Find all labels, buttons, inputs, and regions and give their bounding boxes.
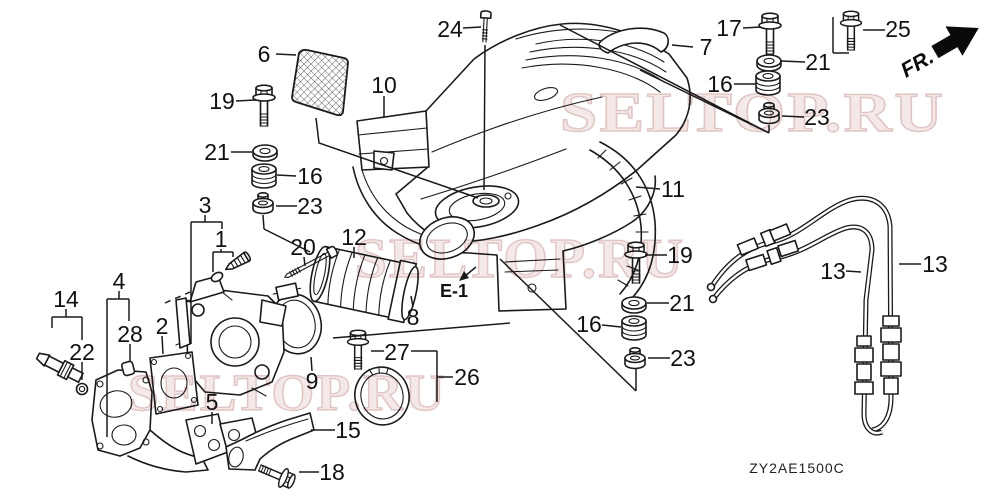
ribbed-band (599, 141, 657, 301)
callout-label-14: 14 (53, 286, 79, 312)
callout-label-24: 24 (437, 16, 463, 42)
leader-line (262, 214, 265, 230)
callout-label-2: 2 (156, 313, 169, 339)
leader-line (483, 44, 486, 191)
leader-line (742, 26, 762, 29)
callout-label-5: 5 (206, 389, 219, 415)
leader-line (303, 256, 306, 267)
pilot-screw (224, 251, 252, 271)
leader-line (332, 322, 511, 339)
sensor-washer (75, 382, 89, 396)
leader-line (276, 174, 297, 177)
leader-line (315, 117, 479, 199)
fr-arrow-icon (931, 26, 979, 59)
line-art (35, 10, 902, 493)
drawing-code: ZY2AE1500C (749, 460, 845, 476)
callout-label-19: 19 (209, 88, 235, 114)
leader-line (263, 228, 311, 253)
leader-line (780, 60, 806, 63)
callout-label-4: 4 (113, 268, 126, 294)
callout-label-18: 18 (319, 459, 345, 485)
leader-line (601, 324, 622, 328)
callout-label-12: 12 (341, 224, 367, 250)
callout-label-21: 21 (669, 290, 695, 316)
callout-label-21: 21 (805, 49, 831, 75)
gasket-2 (149, 351, 199, 415)
callout-label-11: 11 (661, 176, 685, 202)
callout-label-10: 10 (371, 72, 397, 98)
leader-line (235, 99, 257, 102)
callout-label-22: 22 (69, 339, 95, 365)
leader-line (671, 44, 694, 48)
screw-grommet (472, 194, 500, 208)
elbow-pipe (225, 412, 315, 471)
fr-label: FR. (897, 45, 938, 82)
leader-line (462, 26, 482, 29)
watermark-layer: SELTOP.RU SELTOP.RU SELTOP.RU (127, 81, 945, 422)
callout-label-15: 15 (335, 417, 361, 443)
leader-line (559, 24, 770, 134)
section-ref-arrowhead (459, 271, 469, 281)
callout-label-3: 3 (199, 192, 212, 218)
leader-line (310, 356, 313, 372)
seal-ring (354, 366, 410, 426)
tap-screw (479, 10, 492, 43)
callout-label-26: 26 (454, 364, 480, 390)
leader-line (161, 335, 164, 355)
throttle-cables (706, 195, 902, 436)
flange-bolt-25 (839, 10, 863, 51)
watermark-text: SELTOP.RU (128, 365, 447, 422)
trim-strip (598, 27, 669, 54)
section-ref-label: E-1 (440, 281, 468, 301)
callout-label-23: 23 (670, 345, 696, 371)
leader-line (410, 295, 414, 308)
cable-adjusters (736, 223, 902, 395)
leader-line (845, 270, 862, 273)
callout-label-23: 23 (297, 193, 323, 219)
callout-label-6: 6 (258, 41, 271, 67)
callout-label-17: 17 (716, 15, 742, 41)
watermark-text: SELTOP.RU (355, 228, 685, 290)
callout-label-13: 13 (922, 251, 948, 277)
callout-label-27: 27 (384, 339, 410, 365)
callout-label-20: 20 (290, 234, 316, 260)
clip (121, 360, 136, 377)
mount-stack-left (251, 84, 278, 215)
thermo-sensor (35, 352, 84, 384)
callout-label-21: 21 (204, 139, 230, 165)
callout-label-25: 25 (885, 16, 911, 42)
section-ref: E-1 (440, 266, 477, 301)
leader-line-dashed (164, 291, 191, 304)
flange-bolt-18 (255, 458, 299, 493)
leader-line (499, 258, 637, 392)
callout-label-16: 16 (297, 163, 323, 189)
clip-oval (210, 271, 224, 283)
callout-label-16: 16 (576, 311, 602, 337)
callout-label-28: 28 (117, 321, 143, 347)
callout-layer: 24 6 10 717 21 16 23 25 19 21 16 23 31 20 12 8 2 28 22 14 4 5… (51, 15, 948, 485)
leader-line (275, 53, 297, 56)
callout-label-9: 9 (306, 368, 319, 394)
leader-line (635, 186, 661, 190)
mesh-screen (291, 48, 349, 117)
callout-label-7: 7 (700, 34, 713, 60)
leader-line (781, 115, 805, 118)
callout-label-13: 13 (820, 258, 846, 284)
duct-tube (309, 245, 419, 324)
callout-label-1: 1 (215, 226, 228, 252)
callout-label-19: 19 (667, 242, 693, 268)
throttle-body (175, 275, 287, 397)
callout-label-23: 23 (804, 104, 830, 130)
callout-label-16: 16 (707, 71, 733, 97)
watermark-text: SELTOP.RU (560, 82, 945, 144)
callout-label-8: 8 (407, 304, 420, 330)
throat-opening (419, 216, 475, 260)
